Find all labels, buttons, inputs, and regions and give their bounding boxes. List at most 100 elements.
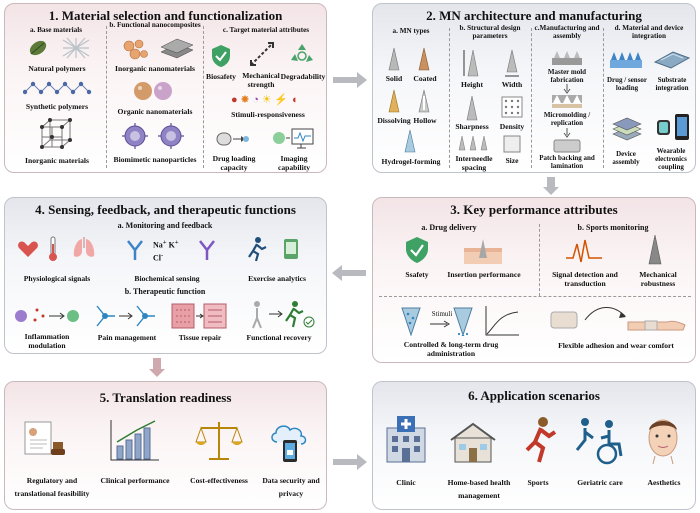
smartwatch-icon: [657, 114, 689, 140]
device-stack-icon: [612, 117, 642, 141]
label-tissue-repair: Tissue repair: [178, 333, 222, 342]
inflammation-cells-icon: [15, 308, 79, 322]
divider: [603, 28, 604, 168]
label-geriatric-care: Geriatric care: [577, 478, 623, 487]
panel-3-title: 3. Key performance attributes: [450, 202, 618, 217]
label-exercise-analytics: Exercise analytics: [248, 274, 306, 283]
label-pain-management: Pain management: [97, 333, 157, 342]
micromold-icon: [552, 95, 582, 108]
home-icon: [450, 422, 496, 463]
balance-scale-icon: [195, 422, 243, 460]
label-biomimetic-nanoparticles: Biomimetic nanoparticles: [113, 155, 197, 164]
label-clinic: Clinic: [396, 478, 416, 487]
arrow-down-icon: [543, 177, 559, 195]
size-parameter-icon: [503, 135, 521, 153]
leaf-icon: [29, 40, 47, 56]
label-hollow: Hollow: [413, 116, 437, 125]
label-master-mold: Master mold fabrication: [547, 68, 587, 84]
label-sports: Sports: [527, 478, 549, 487]
sub-mn-types: a. MN types: [392, 27, 430, 35]
panel-application-scenarios: 6. Application scenarios Clinic Home-bas…: [372, 381, 696, 510]
panel-2-title: 2. MN architecture and manufacturing: [426, 8, 642, 23]
panel-translation-readiness: 5. Translation readiness Regulatory and …: [4, 381, 327, 510]
signal-graph-icon: [566, 239, 602, 263]
sub-target-attributes: c. Target material attributes: [222, 26, 310, 34]
hospital-icon: [386, 416, 426, 463]
crystal-lattice-icon: [40, 118, 72, 149]
lungs-icon: [73, 237, 95, 257]
label-biosafety: Biosafety: [206, 72, 236, 81]
runner-icon: [248, 237, 267, 262]
patch-icon: [550, 311, 578, 329]
arrow-down-icon: [149, 358, 165, 377]
label-size: Size: [505, 156, 519, 165]
divider: [531, 28, 532, 168]
sub-functional-nanocomposites: b. Functional nanocomposites: [109, 21, 201, 29]
down-arrow-icon: [563, 128, 571, 138]
arrow-right-icon: [333, 72, 367, 88]
label-aesthetics: Aesthetics: [647, 478, 681, 487]
sub-structural-design: b. Structural design parameters: [459, 24, 521, 40]
label-cost-effectiveness: Cost-effectiveness: [190, 476, 248, 485]
arrow-left-icon: [332, 265, 366, 281]
label-flexible-adhesion: Flexible adhesion and wear comfort: [558, 341, 674, 350]
certificate-stamp-icon: [24, 421, 65, 455]
panel-6-title: 6. Application scenarios: [468, 388, 600, 403]
panel-sensing-feedback: 4. Sensing, feedback, and therapeutic fu…: [4, 197, 327, 354]
label-signal-detection: Signal detection and transduction: [552, 270, 618, 288]
biomimetic-nanoparticle-icon: [122, 123, 184, 149]
divider: [379, 296, 691, 297]
label-synthetic-polymers: Synthetic polymers: [25, 102, 89, 111]
robust-needle-icon: [648, 234, 662, 265]
label-regulatory-feasibility: Regulatory and translational feasibility: [14, 476, 90, 498]
label-controlled-release: Controlled & long-term drug administrati…: [403, 340, 499, 358]
label-safety: Ssafety: [405, 270, 429, 279]
heart-icon: [18, 241, 38, 257]
dissolving-needle-icon: [388, 89, 400, 113]
imaging-monitor-icon: [273, 128, 314, 149]
curved-arrow-icon: [584, 307, 626, 321]
density-grid-icon: [501, 96, 523, 118]
sub-sports-monitoring: b. Sports monitoring: [577, 223, 649, 232]
master-mold-icon: [552, 51, 582, 65]
label-width: Width: [501, 80, 523, 89]
label-clinical-performance: Clinical performance: [100, 476, 170, 485]
ion-labels: Na+ K+ Cl-: [153, 239, 179, 263]
sub-base-materials: a. Base materials: [29, 26, 83, 34]
drug-release-needle-icon: [401, 307, 421, 336]
label-physiological-signals: Physiological signals: [23, 274, 91, 283]
label-imaging-capability: Imaging capability: [277, 154, 311, 172]
label-inorganic-nanomaterials: Inorganic nanomaterials: [115, 64, 195, 73]
label-height: Height: [461, 80, 483, 89]
fiber-network-icon: [62, 37, 90, 59]
divider: [203, 26, 204, 168]
panel-material-selection: 1. Material selection and functionalizat…: [4, 3, 327, 173]
down-arrow-icon: [563, 84, 571, 94]
coated-needle-icon: [418, 47, 430, 71]
label-micromolding: Micromolding / replication: [543, 111, 591, 127]
label-coated: Coated: [413, 74, 437, 83]
arrow-right-icon: [333, 454, 367, 470]
ion-cl: Cl: [153, 253, 161, 263]
label-patch-backing: Patch backing and lamination: [539, 154, 595, 170]
label-substrate-integration: Substrate integration: [655, 76, 689, 92]
label-interneedle-spacing: Interneedle spacing: [455, 154, 493, 172]
safety-shield-icon: [406, 237, 428, 263]
sub-manufacturing: c.Manufacturing and assembly: [534, 24, 600, 40]
bar-chart-icon: [110, 420, 159, 461]
label-functional-recovery: Functional recovery: [246, 333, 312, 342]
wheelchair-icon: [575, 418, 623, 465]
mechanical-strength-icon: [250, 42, 274, 66]
drug-release-needle-icon: [453, 307, 473, 336]
label-mechanical-strength: Mechanical strength: [242, 71, 280, 89]
label-mechanical-robustness: Mechanical robustness: [639, 270, 677, 288]
label-wearable-coupling: Wearable electronics coupling: [655, 147, 687, 171]
arm-icon: [627, 320, 686, 331]
hollow-needle-icon: [418, 89, 430, 113]
degradability-icon: [291, 44, 313, 62]
label-drug-loading-capacity: Drug loading capacity: [212, 154, 256, 172]
nanosheet-stack-icon: [160, 38, 194, 59]
label-organic-nanomaterials: Organic nanomaterials: [117, 107, 193, 116]
sub-device-integration: d. Material and device integration: [614, 24, 684, 40]
label-inflammation-modulation: Inflammation modulation: [24, 332, 70, 350]
